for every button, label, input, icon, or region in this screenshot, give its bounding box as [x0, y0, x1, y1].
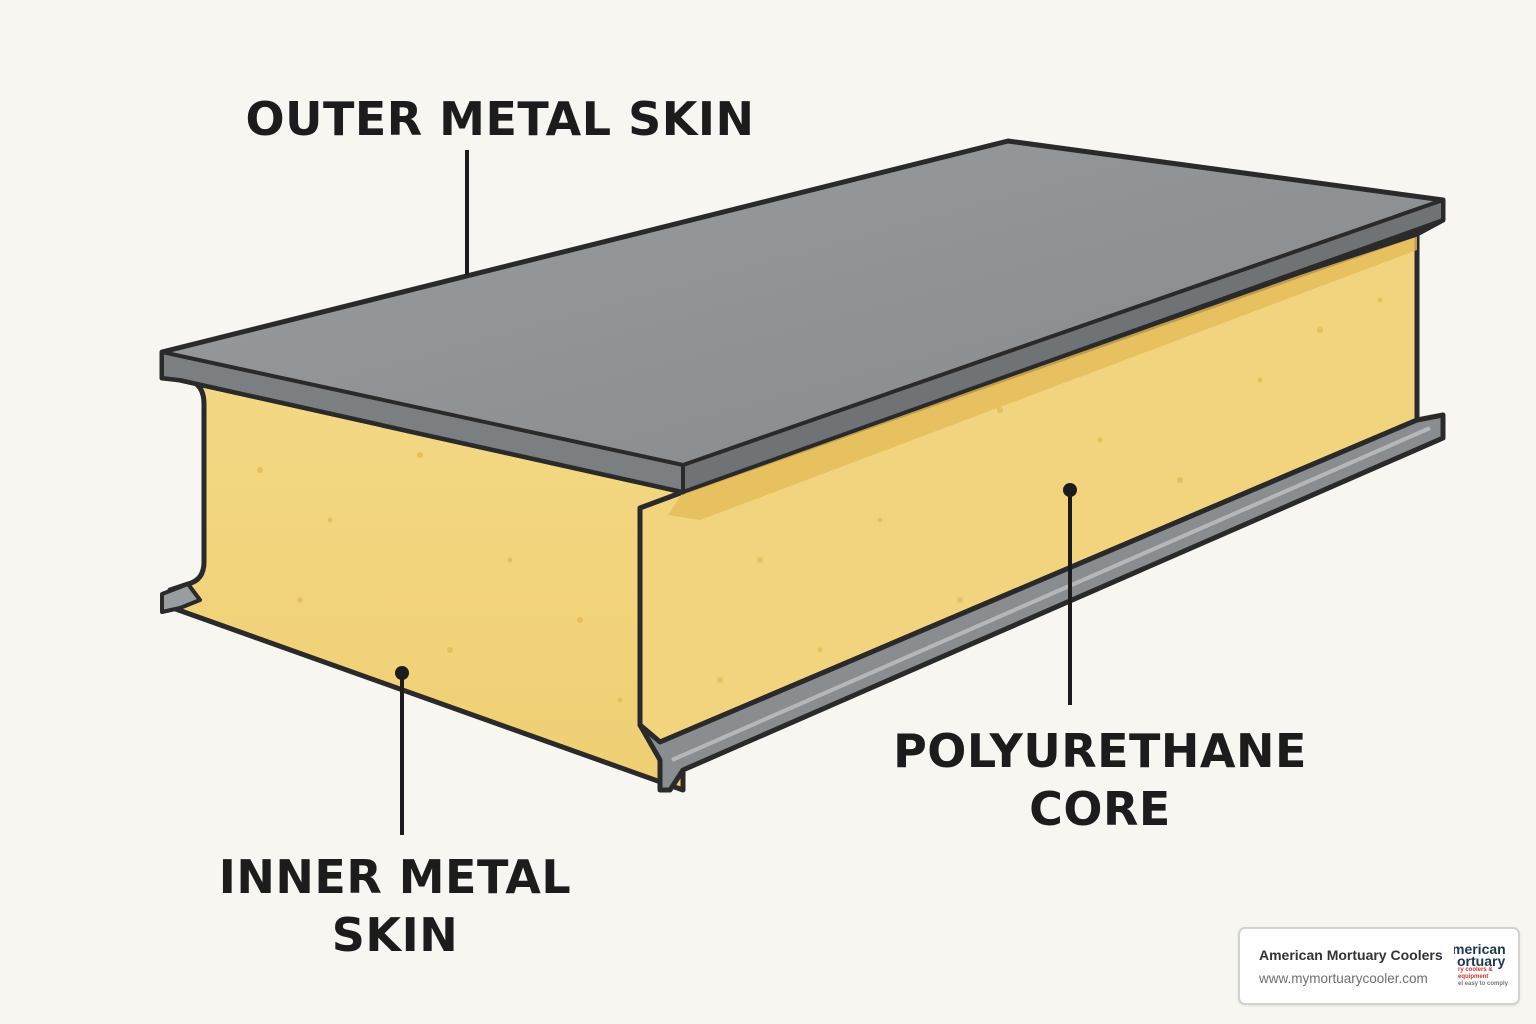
inner-metal-rail-highlight	[671, 426, 1431, 762]
inner-metal-skin-label: INNER METAL SKIN	[195, 848, 595, 964]
inner-skin-leader-dot	[395, 666, 409, 680]
company-name: American Mortuary Coolers	[1259, 947, 1443, 963]
company-logo: merican ortuary ry coolers & equipment e…	[1454, 941, 1510, 991]
inner-metal-skin-line1: INNER METAL	[218, 850, 572, 904]
company-url[interactable]: www.mymortuarycooler.com	[1259, 971, 1428, 986]
company-badge[interactable]: American Mortuary Coolers www.mymortuary…	[1238, 927, 1520, 1005]
polyurethane-leader-dot	[1063, 483, 1077, 497]
inner-metal-skin-line2: SKIN	[331, 908, 459, 962]
outer-metal-skin-label: OUTER METAL SKIN	[240, 90, 760, 148]
logo-line3: ry coolers & equipment	[1458, 967, 1493, 980]
logo-line1: merican	[1454, 941, 1506, 957]
logo-line4: el easy to comply	[1458, 981, 1509, 987]
outer-metal-skin-text: OUTER METAL SKIN	[245, 92, 755, 146]
polyurethane-core-label: POLYURETHANE CORE	[870, 722, 1330, 838]
polyurethane-core-line1: POLYURETHANE	[893, 724, 1307, 778]
outer-metal-left-edge	[160, 350, 685, 494]
inner-metal-lip	[160, 582, 202, 614]
foam-shadow	[668, 234, 1417, 520]
polyurethane-core-line2: CORE	[1029, 782, 1171, 836]
logo-line2: ortuary	[1457, 953, 1506, 969]
